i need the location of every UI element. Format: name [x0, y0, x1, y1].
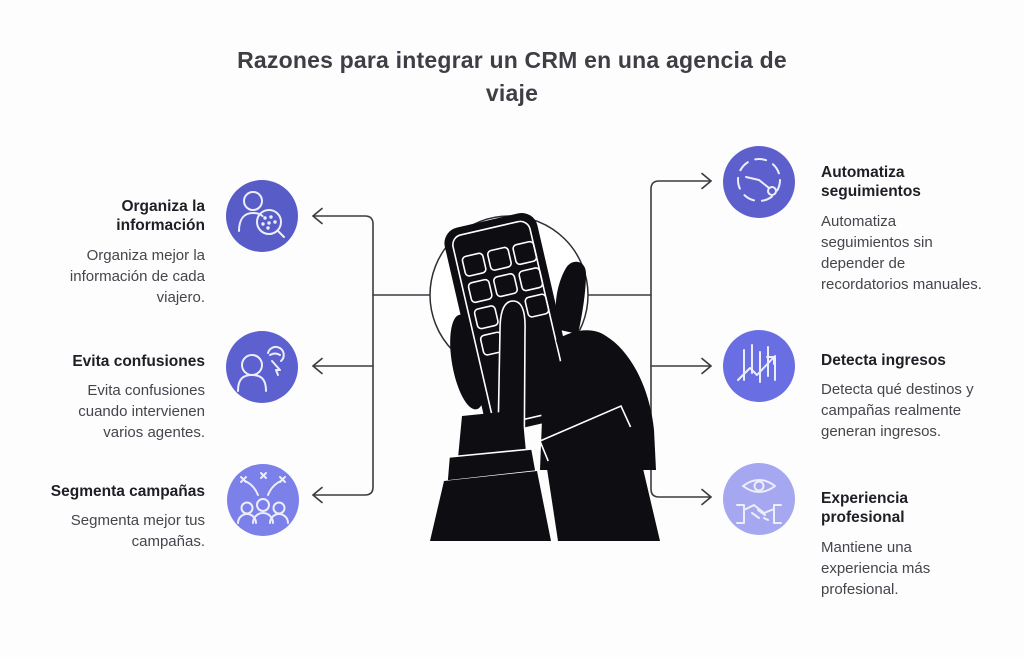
arrowhead-icon — [312, 207, 323, 225]
left-connector-lines — [312, 207, 432, 504]
two-agents-cursor-icon — [226, 331, 298, 403]
item-body: Detecta qué destinos y campañas realment… — [821, 381, 974, 441]
person-search-icon — [226, 180, 298, 252]
item-heading: Detecta ingresos — [821, 352, 946, 369]
left-item-3: Segmenta campañas Segmenta mejor tus cam… — [20, 482, 205, 552]
item-body: Automatiza seguimientos sin depender de … — [821, 212, 982, 293]
left-item-2: Evita confusiones Evita confusiones cuan… — [35, 352, 205, 443]
arrowhead-icon — [312, 357, 323, 375]
arrowhead-icon — [312, 486, 323, 504]
right-connector-lines — [587, 172, 712, 506]
item-body: Segmenta mejor tus campañas. — [70, 512, 205, 551]
handshake-eye-icon — [723, 463, 795, 535]
item-body: Mantiene una experiencia más profesional… — [821, 538, 931, 598]
right-item-2: Detecta ingresos Detecta qué destinos y … — [821, 351, 1011, 442]
item-heading: Organiza la información — [116, 198, 205, 235]
left-item-1: Organiza la información Organiza mejor l… — [35, 197, 205, 308]
arrowhead-icon — [701, 488, 712, 506]
item-body: Evita confusiones cuando intervienen var… — [78, 382, 205, 442]
item-heading: Evita confusiones — [72, 353, 205, 370]
item-heading: Experiencia profesional — [821, 490, 909, 527]
arrowhead-icon — [701, 357, 712, 375]
right-item-3: Experiencia profesional Mantiene una exp… — [821, 489, 986, 600]
clock-icon — [723, 146, 795, 218]
hands-holding-phone-illustration — [429, 213, 660, 541]
item-body: Organiza mejor la información de cada vi… — [69, 246, 205, 306]
item-heading: Automatiza seguimientos — [821, 164, 921, 201]
right-item-1: Automatiza seguimientos Automatiza segui… — [821, 163, 983, 295]
chart-growth-arrow-icon — [723, 330, 795, 402]
page-title: Razones para integrar un CRM en una agen… — [237, 47, 787, 106]
audience-celebration-icon — [227, 464, 299, 536]
item-heading: Segmenta campañas — [50, 483, 205, 500]
arrowhead-icon — [701, 172, 712, 190]
